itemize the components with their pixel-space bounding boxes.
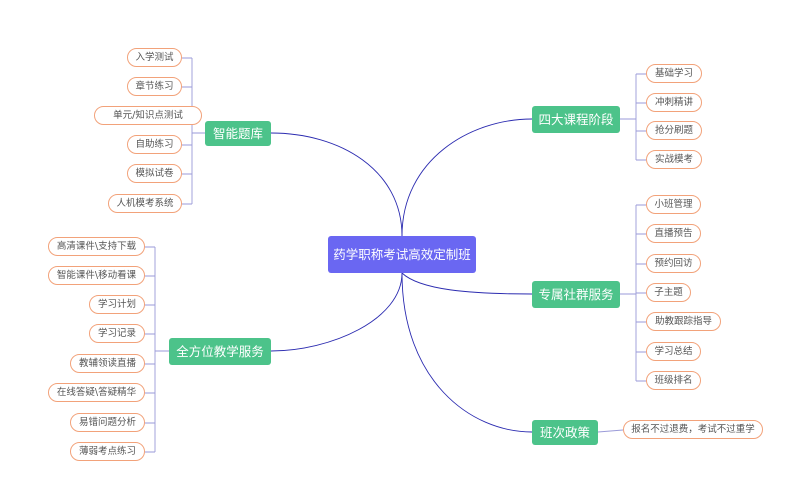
leaf-zhineng-0[interactable]: 入学测试 (127, 48, 182, 67)
leaf-quanfangwei-2[interactable]: 学习计划 (89, 295, 145, 314)
branch-sida[interactable]: 四大课程阶段 (532, 106, 620, 133)
leaf-banci-0[interactable]: 报名不过退费，考试不过重学 (623, 420, 763, 439)
leaf-quanfangwei-3[interactable]: 学习记录 (89, 324, 145, 343)
connector-zhineng-spine (191, 58, 205, 204)
leaf-zhuanshu-0[interactable]: 小班管理 (646, 195, 701, 214)
connector-root-quanfangwei (270, 272, 403, 352)
leaf-sida-0[interactable]: 基础学习 (646, 64, 702, 83)
leaf-zhineng-2[interactable]: 单元/知识点测试 (94, 106, 202, 125)
leaf-zhuanshu-4[interactable]: 助教跟踪指导 (646, 312, 721, 331)
connector-quanfangwei-spine (154, 247, 169, 452)
connector-banci-leaf (597, 429, 624, 433)
leaf-quanfangwei-5[interactable]: 在线答疑\答疑精华 (48, 383, 145, 402)
leaf-zhineng-5[interactable]: 人机模考系统 (108, 194, 182, 213)
leaf-quanfangwei-7[interactable]: 薄弱考点练习 (70, 442, 145, 461)
leaf-quanfangwei-6[interactable]: 易错问题分析 (70, 413, 145, 432)
connector-root-banci (401, 272, 533, 433)
connector-root-zhineng (270, 132, 403, 237)
branch-zhineng[interactable]: 智能题库 (205, 121, 271, 146)
leaf-zhuanshu-2[interactable]: 预约回访 (646, 254, 701, 273)
root-node[interactable]: 药学职称考试高效定制班 (328, 236, 476, 273)
connector-sida-spine (620, 74, 637, 160)
connector-zhuanshu-spine (620, 205, 637, 381)
leaf-quanfangwei-4[interactable]: 教辅领读直播 (70, 354, 145, 373)
connector-root-zhuanshu (401, 272, 533, 295)
leaf-sida-2[interactable]: 抢分刷题 (646, 121, 702, 140)
leaf-quanfangwei-1[interactable]: 智能课件\移动看课 (48, 266, 145, 285)
leaf-zhineng-4[interactable]: 模拟试卷 (127, 164, 182, 183)
leaf-zhuanshu-1[interactable]: 直播预告 (646, 224, 701, 243)
leaf-zhineng-3[interactable]: 自助练习 (127, 135, 182, 154)
leaf-zhineng-1[interactable]: 章节练习 (127, 77, 182, 96)
leaf-sida-1[interactable]: 冲刺精讲 (646, 93, 702, 112)
leaf-zhuanshu-3[interactable]: 子主题 (646, 283, 691, 302)
leaf-zhuanshu-5[interactable]: 学习总结 (646, 342, 701, 361)
leaf-quanfangwei-0[interactable]: 高清课件\支持下载 (48, 237, 145, 256)
branch-zhuanshu[interactable]: 专属社群服务 (532, 281, 620, 308)
leaf-sida-3[interactable]: 实战模考 (646, 150, 702, 169)
leaf-zhuanshu-6[interactable]: 班级排名 (646, 371, 701, 390)
connector-root-sida (401, 118, 533, 237)
branch-quanfangwei[interactable]: 全方位教学服务 (169, 338, 271, 365)
branch-banci[interactable]: 班次政策 (532, 420, 598, 445)
